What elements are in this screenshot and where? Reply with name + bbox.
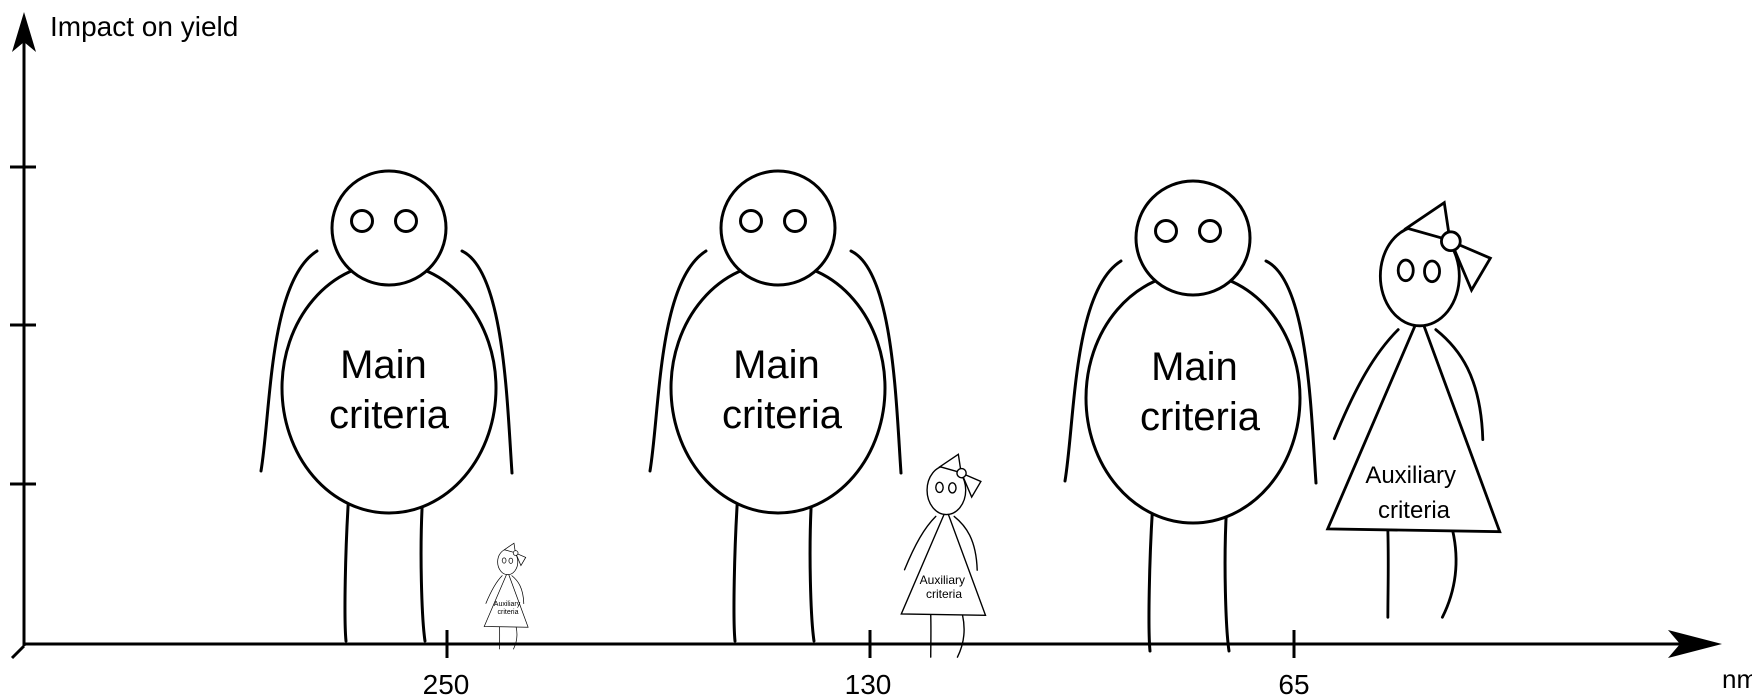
x-axis-arrowhead [1668,630,1722,658]
main-label-line1: Main [340,343,427,387]
figure-group-130: Main criteria Auxiliary criteria [648,169,987,658]
main-label-line1: Main [733,343,820,387]
x-tick-label-250: 250 [423,669,470,700]
aux-label-line2: criteria [926,587,962,601]
figure-group-65: Main criteria Auxiliary criteria [1063,179,1502,653]
x-tick-label-65: 65 [1278,669,1309,700]
aux-criteria-label: Auxiliary criteria [1365,462,1462,524]
aux-figure [1326,201,1502,619]
aux-label-line1: Auxiliary [1365,462,1456,489]
figure-group-250: Main criteria Auxiliary criteria [259,169,529,650]
aux-criteria-label: Auxiliary criteria [494,601,522,616]
main-label-line1: Main [1151,345,1238,389]
aux-label-line2: criteria [1378,497,1451,524]
main-criteria-label: Main criteria [1140,345,1261,439]
y-axis-label: Impact on yield [50,11,238,42]
x-tick-label-130: 130 [845,669,892,700]
x-axis-label: nm [1722,664,1752,694]
aux-figure [900,453,987,658]
x-axis: 250 130 65 nm [10,630,1752,700]
main-label-line2: criteria [329,393,450,437]
main-label-line2: criteria [1140,395,1261,439]
aux-figure [483,542,529,650]
main-label-line2: criteria [722,393,843,437]
aux-label-line1: Auxiliary [494,601,521,608]
main-criteria-label: Main criteria [329,343,450,437]
aux-label-line1: Auxiliary [920,573,965,587]
y-axis-arrowhead [12,12,36,52]
y-axis: Impact on yield [10,11,238,646]
aux-label-line2: criteria [497,609,518,616]
aux-criteria-label: Auxiliary criteria [920,573,969,601]
main-criteria-label: Main criteria [722,343,843,437]
